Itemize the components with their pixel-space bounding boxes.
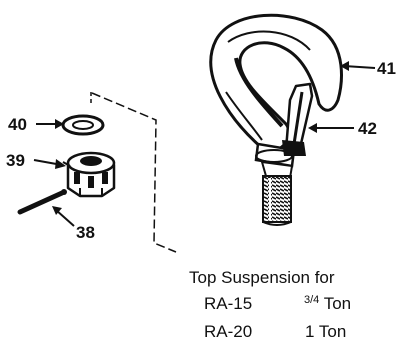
callout-39: 39 (6, 151, 25, 170)
capacity-ra-20: 1 Ton (305, 322, 347, 341)
hook-part-41 (209, 13, 343, 226)
callout-41: 41 (377, 59, 396, 78)
model-ra-20: RA-20 (204, 322, 253, 341)
leader-lines (33, 65, 376, 227)
model-ra-15: RA-15 (204, 294, 253, 313)
callout-38: 38 (76, 223, 95, 242)
callout-42: 42 (358, 119, 377, 138)
callout-40: 40 (8, 115, 27, 134)
leader-arrowheads (52, 61, 349, 215)
latch-part-42 (282, 82, 314, 156)
leader-38 (55, 209, 75, 227)
washer-part-40 (61, 114, 105, 136)
castle-nut-part-39 (62, 151, 116, 198)
capacity-denominator: /4 (310, 294, 320, 306)
cotter-pin-part-38 (17, 189, 67, 215)
capacity-numerator: 3 (304, 294, 311, 306)
capacity-unit: Ton (319, 294, 352, 313)
caption-title: Top Suspension for (189, 268, 335, 287)
leader-41 (343, 65, 376, 69)
assembly-line (90, 92, 177, 253)
capacity-ra-15: 3/4 Ton (304, 294, 351, 314)
